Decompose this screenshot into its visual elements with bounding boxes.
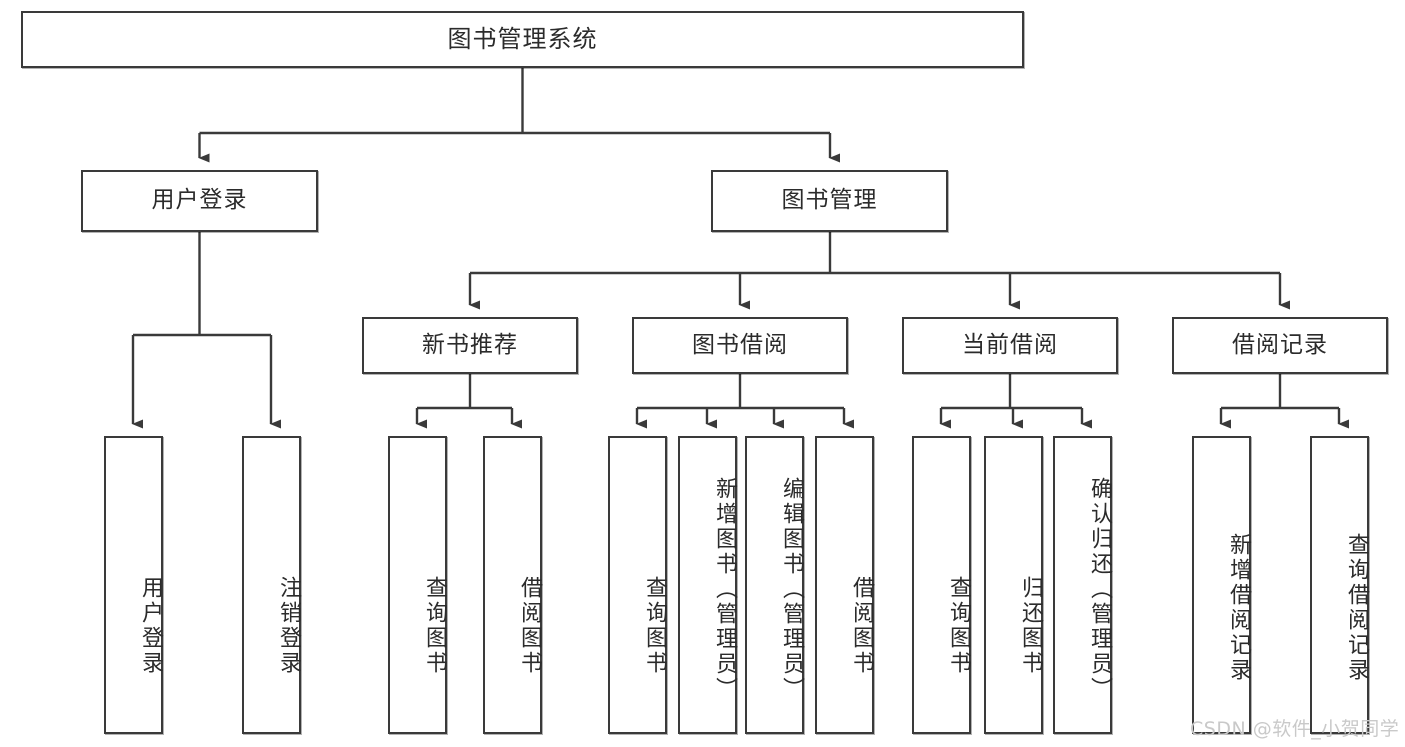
leaf-query-borrow-record[interactable]: 查询借阅记录 (1310, 436, 1369, 734)
leaf-borrow-book-borrowing[interactable]: 借阅图书 (815, 436, 874, 734)
node-root[interactable]: 图书管理系统 (21, 11, 1024, 68)
leaf-user-login[interactable]: 用户登录 (104, 436, 163, 734)
leaf-query-book-current[interactable]: 查询图书 (912, 436, 971, 734)
csdn-watermark: CSDN @软件_小贺同学 (1190, 718, 1400, 740)
leaf-logout[interactable]: 注销登录 (242, 436, 301, 734)
leaf-confirm-return[interactable]: 确认归还（管理员） (1053, 436, 1112, 734)
node-book-borrowing[interactable]: 图书借阅 (632, 317, 848, 374)
node-user-login[interactable]: 用户登录 (81, 170, 318, 232)
leaf-query-book-borrowing[interactable]: 查询图书 (608, 436, 667, 734)
leaf-edit-book[interactable]: 编辑图书（管理员） (745, 436, 804, 734)
leaf-add-book[interactable]: 新增图书（管理员） (678, 436, 737, 734)
leaf-return-book[interactable]: 归还图书 (984, 436, 1043, 734)
node-book-management[interactable]: 图书管理 (711, 170, 948, 232)
leaf-add-borrow-record[interactable]: 新增借阅记录 (1192, 436, 1251, 734)
node-borrowing-record[interactable]: 借阅记录 (1172, 317, 1388, 374)
node-new-book-recommendation[interactable]: 新书推荐 (362, 317, 578, 374)
leaf-query-book-recommendation[interactable]: 查询图书 (388, 436, 447, 734)
node-current-borrowing[interactable]: 当前借阅 (902, 317, 1118, 374)
leaf-borrow-book-recommendation[interactable]: 借阅图书 (483, 436, 542, 734)
